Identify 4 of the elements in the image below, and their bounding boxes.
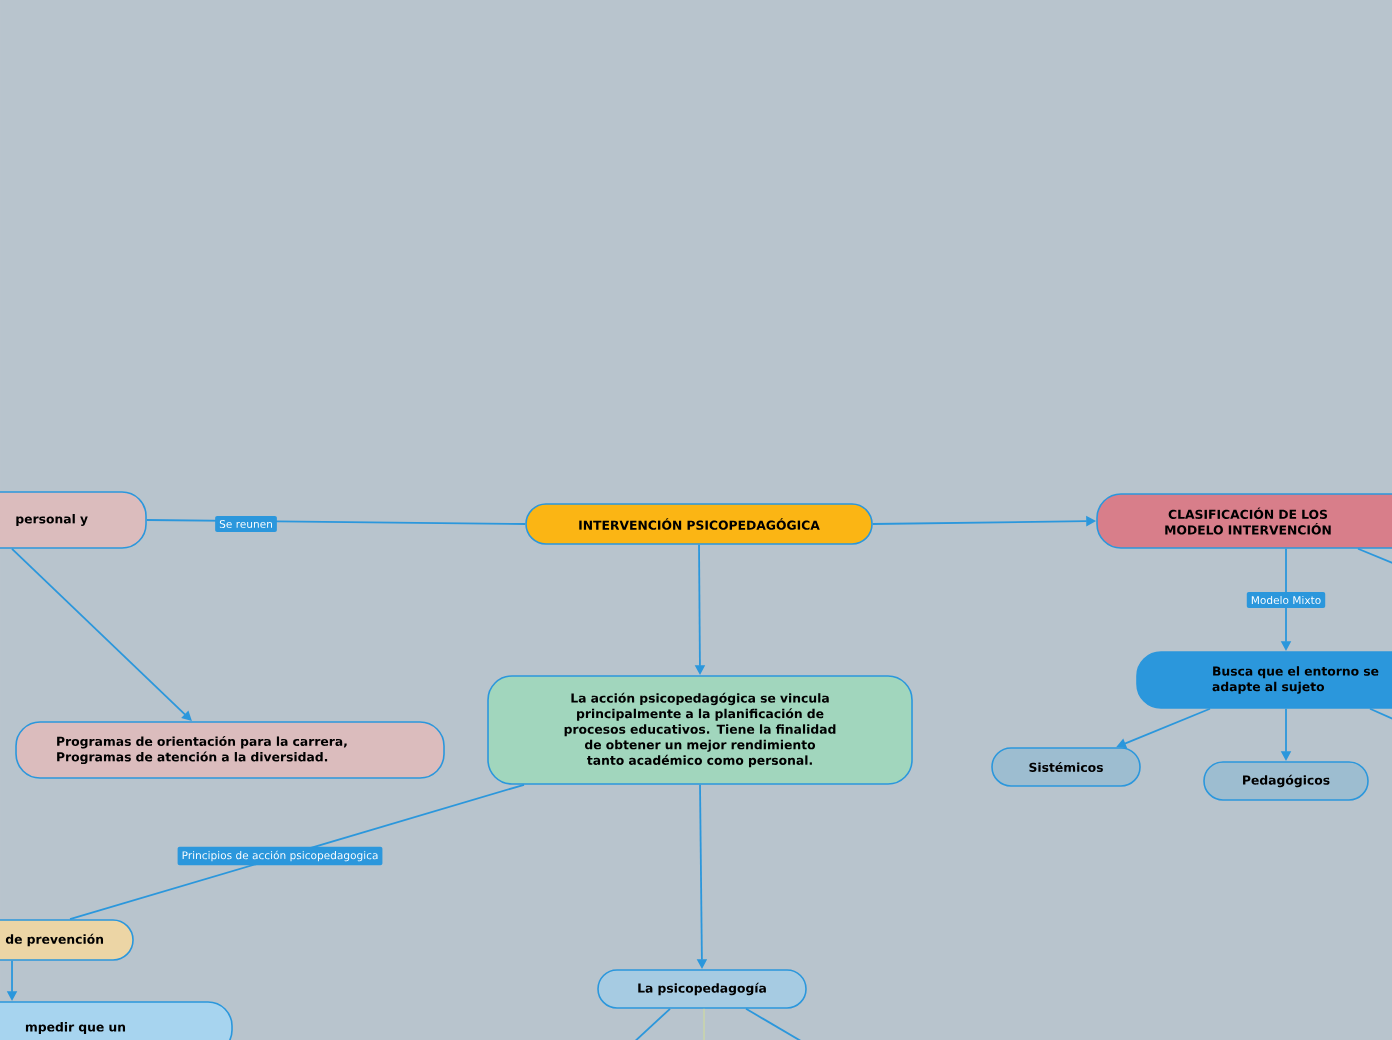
- connector: [1116, 707, 1211, 749]
- connector: [1357, 547, 1392, 567]
- connector: [631, 1007, 671, 1040]
- connector: [1369, 707, 1392, 723]
